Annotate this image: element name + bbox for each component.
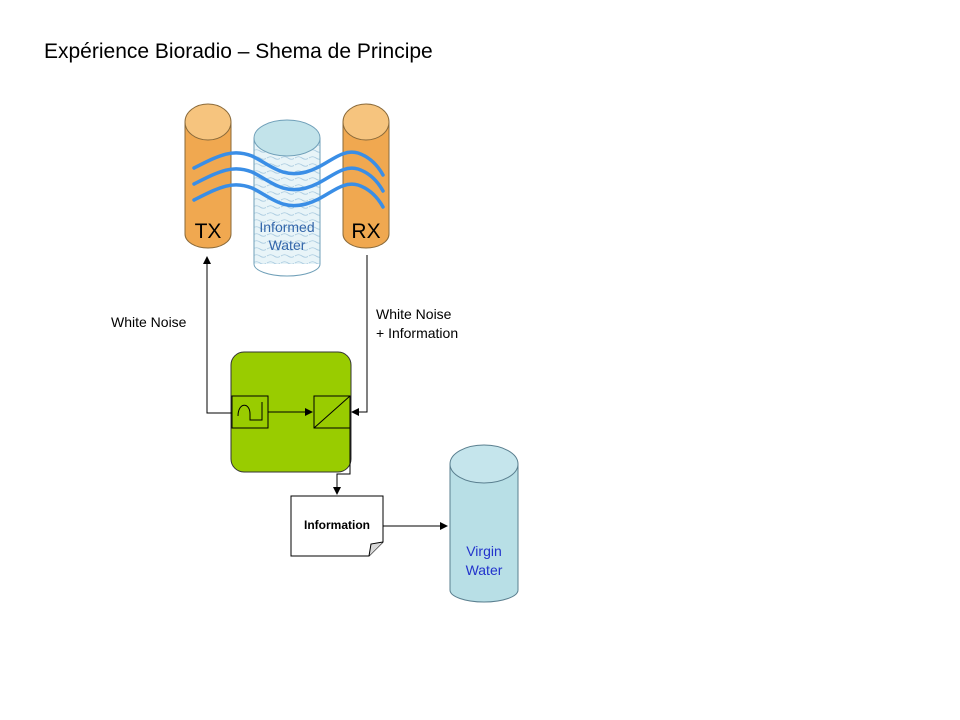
tx-feed-arrow bbox=[203, 256, 232, 414]
signal-comparator-icon bbox=[313, 395, 351, 429]
information-label: Information bbox=[304, 518, 370, 532]
rx-signal-label-line1: White Noise bbox=[376, 306, 452, 322]
page-title: Expérience Bioradio – Shema de Principe bbox=[44, 40, 433, 63]
signal-waves bbox=[192, 150, 385, 209]
informed-water-cylinder bbox=[253, 119, 321, 277]
virgin-water-label-line1: Virgin bbox=[466, 543, 502, 559]
connectors bbox=[203, 255, 448, 530]
informed-water-label-line1: Informed bbox=[259, 219, 314, 235]
virgin-water-label-line2: Water bbox=[466, 562, 503, 578]
informed-water-label-line2: Water bbox=[269, 237, 306, 253]
information-document bbox=[290, 495, 384, 557]
rx-return-arrow bbox=[351, 255, 368, 416]
virgin-water-cylinder bbox=[449, 444, 519, 603]
processor-output-arrow bbox=[333, 428, 351, 495]
tx-antenna bbox=[184, 103, 232, 249]
rx-label: RX bbox=[351, 220, 380, 243]
tx-signal-label: White Noise bbox=[111, 314, 187, 330]
tx-label: TX bbox=[195, 220, 222, 243]
rx-signal-label-line2: + Information bbox=[376, 325, 458, 341]
